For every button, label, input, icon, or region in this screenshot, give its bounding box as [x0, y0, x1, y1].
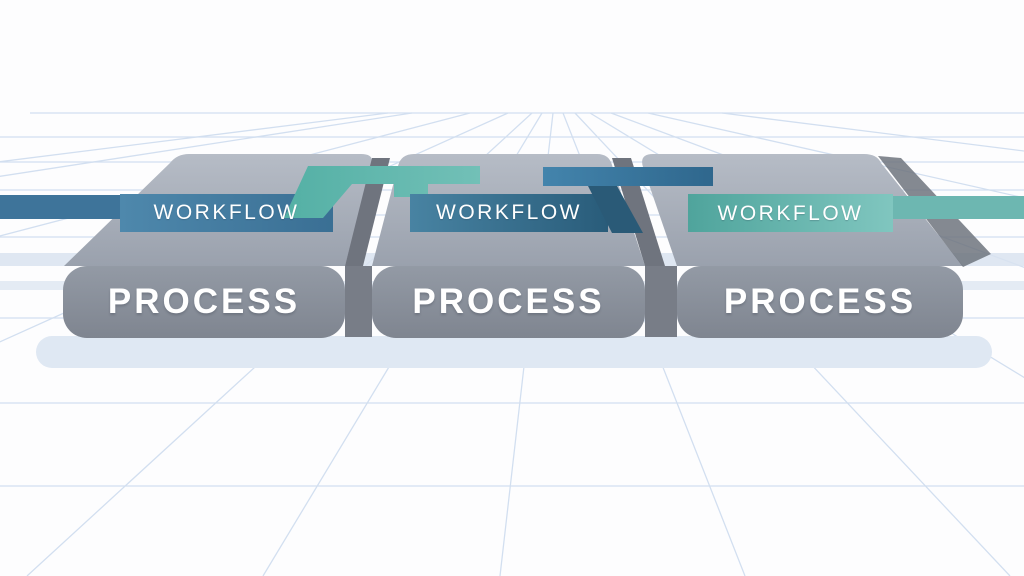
block-shadow	[36, 336, 992, 368]
workflow-band-3	[688, 194, 893, 232]
process-label-2: PROCESS	[412, 282, 605, 321]
ribbon-right	[893, 196, 1024, 219]
workflow-band-2	[410, 194, 608, 232]
ribbon-connector-blue	[543, 167, 713, 186]
block-2-front-face	[372, 266, 645, 338]
process-label-1: PROCESS	[107, 282, 301, 321]
workflow-label-1: WORKFLOW	[153, 201, 300, 224]
ribbon-left	[0, 195, 124, 219]
block-1-front-face	[63, 266, 345, 338]
ribbon-connector-blue-drop	[588, 186, 643, 233]
gap-block1-block2	[345, 266, 372, 337]
workflow-label-2: WORKFLOW	[436, 201, 582, 224]
block-3-front-face	[677, 266, 963, 338]
ribbon-connector-teal	[284, 166, 480, 218]
process-label-3: PROCESS	[723, 282, 917, 321]
workflow-label-3: WORKFLOW	[717, 202, 864, 225]
gap-block2-block3	[645, 266, 677, 337]
block-1-side-wall	[345, 158, 390, 266]
